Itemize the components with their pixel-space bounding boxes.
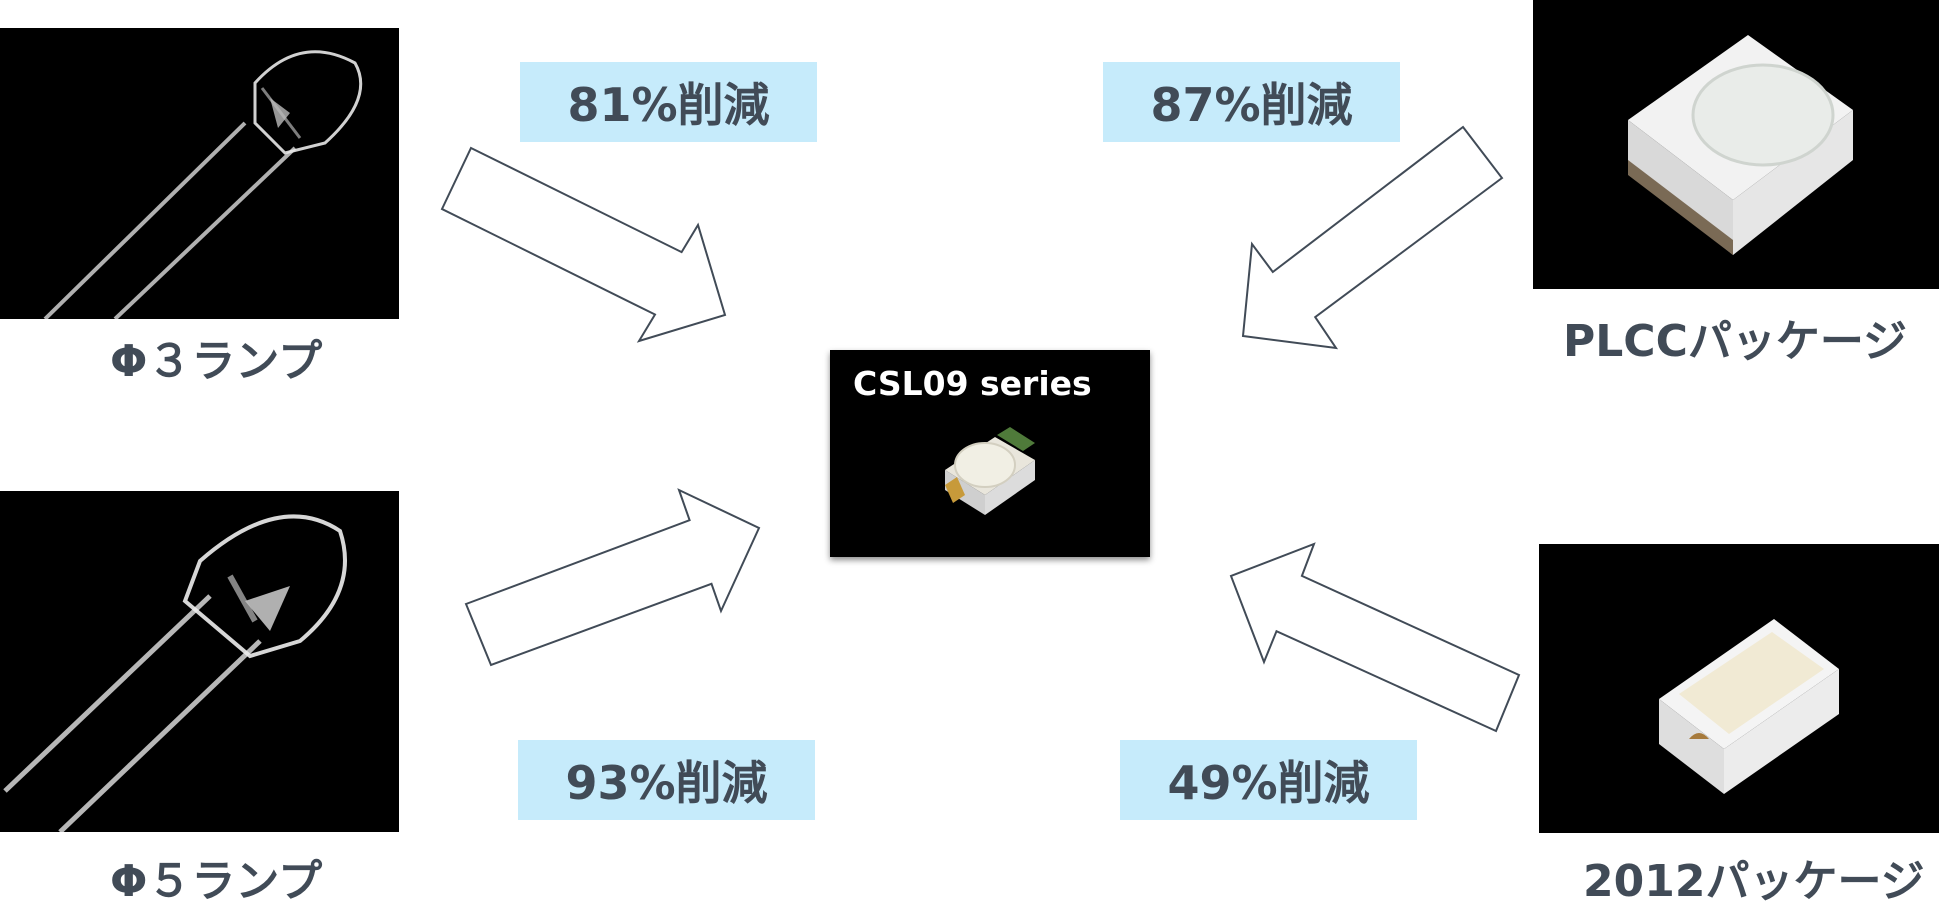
phi5-reduction-badge: 93%削減 [518, 740, 815, 820]
arrow-plcc-to-center [1241, 125, 1504, 350]
phi3-lamp-photo [0, 28, 399, 319]
phi5-lamp-image [3, 514, 347, 832]
p2012-reduction-badge: 49%削減 [1120, 740, 1417, 820]
arrow-phi5-to-center [464, 488, 761, 667]
phi3-reduction-badge: 81%削減 [520, 62, 817, 142]
arrow-p2012-to-center [1229, 542, 1521, 733]
plcc-package-label: PLCCパッケージ [1563, 316, 1907, 367]
csl09-led-image [945, 427, 1035, 515]
csl09-product-card: CSL09 series [830, 350, 1150, 557]
phi5-lamp-label: Φ５ランプ [110, 856, 323, 907]
p2012-package-photo [1539, 544, 1939, 833]
plcc-package-photo [1533, 0, 1939, 289]
phi3-lamp-image [43, 50, 363, 319]
plcc-reduction-badge: 87%削減 [1103, 62, 1400, 142]
plcc-package-image [1628, 35, 1853, 255]
arrow-phi3-to-center [440, 146, 727, 343]
phi3-lamp-label: Φ３ランプ [110, 336, 323, 387]
csl09-series-title: CSL09 series [853, 364, 1092, 403]
p2012-package-image [1659, 619, 1839, 794]
p2012-package-label: 2012パッケージ [1583, 856, 1925, 907]
phi5-lamp-photo [0, 491, 399, 832]
